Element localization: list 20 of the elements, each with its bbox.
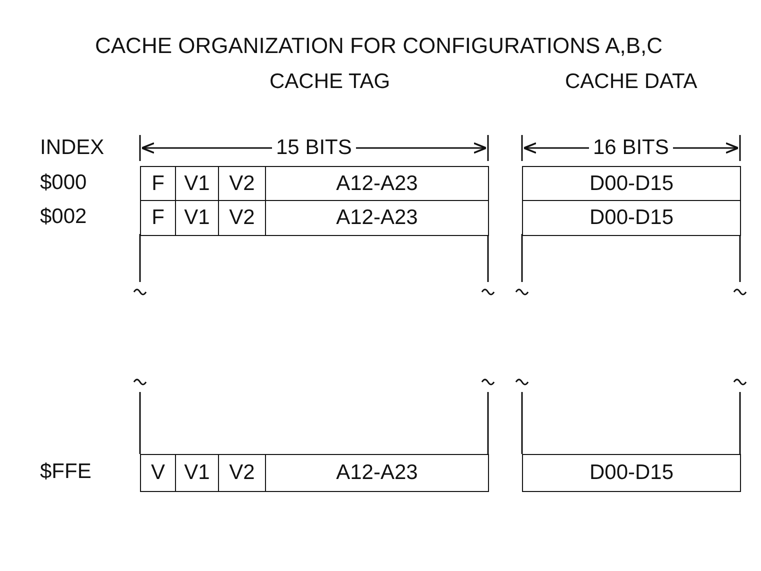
column-heading: CACHE DATA xyxy=(565,70,698,94)
column-heading: CACHE TAG xyxy=(270,70,390,94)
table-cell: V2 xyxy=(218,454,266,492)
table-cell: F xyxy=(140,200,176,236)
diagram-title: CACHE ORGANIZATION FOR CONFIGURATIONS A,B,C xyxy=(95,34,663,58)
index-address: $000 xyxy=(40,171,87,195)
table-cell: A12-A23 xyxy=(265,166,489,202)
table-cell: D00-D15 xyxy=(522,200,741,236)
table-cell: D00-D15 xyxy=(522,166,741,202)
table-cell: A12-A23 xyxy=(265,454,489,492)
table-cell: A12-A23 xyxy=(265,200,489,236)
index-address: $FFE xyxy=(40,460,92,484)
index-address: $002 xyxy=(40,205,87,229)
table-cell: D00-D15 xyxy=(522,454,741,492)
row-heading: INDEX xyxy=(40,136,104,160)
table-cell: V1 xyxy=(175,200,219,236)
table-cell: V1 xyxy=(175,454,219,492)
table-cell: F xyxy=(140,166,176,202)
table-cell: V2 xyxy=(218,200,266,236)
table-cell: V xyxy=(140,454,176,492)
